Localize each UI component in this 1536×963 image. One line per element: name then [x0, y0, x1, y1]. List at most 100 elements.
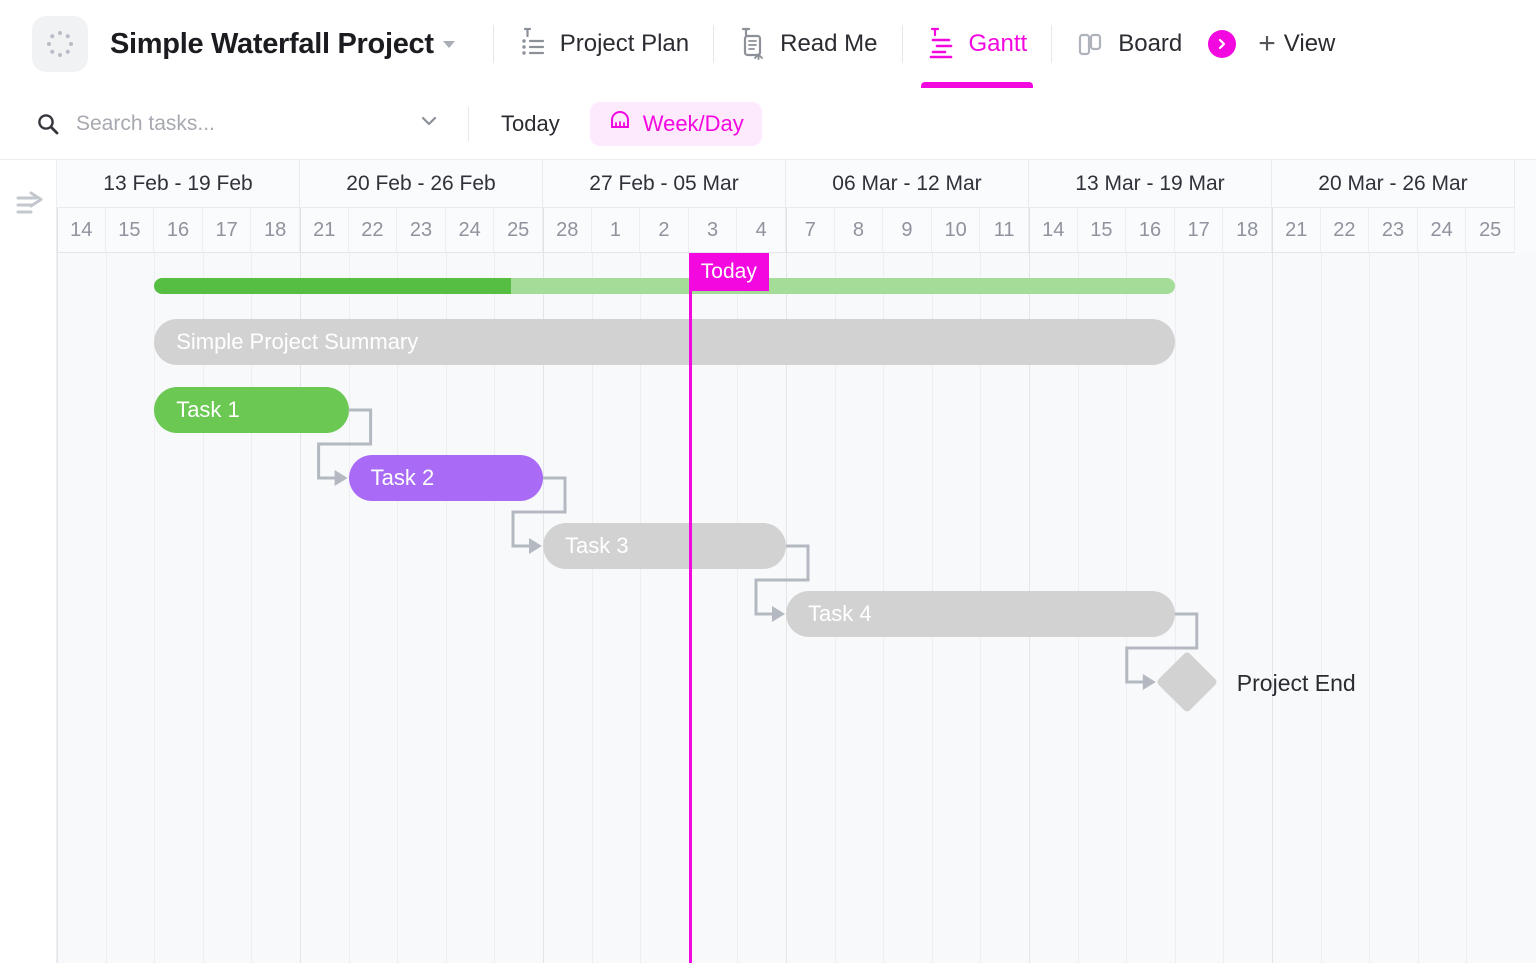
timeline-week-label: 13 Feb - 19 Feb [57, 160, 300, 208]
dependency-link [1125, 612, 1199, 684]
grid-line [202, 253, 204, 963]
grid-line [737, 253, 739, 963]
add-view-button[interactable]: + View [1258, 29, 1335, 59]
milestone-label: Project End [1236, 670, 1356, 696]
search-icon [36, 112, 60, 136]
pinned-gantt-icon [927, 27, 957, 61]
grid-line [348, 253, 350, 963]
header-divider [713, 25, 715, 63]
chevron-down-icon[interactable] [442, 40, 455, 48]
timeline-day-label: 25 [1466, 208, 1515, 253]
task-bar[interactable]: Task 2 [348, 455, 543, 501]
grid-line [1466, 253, 1468, 963]
chevron-down-icon[interactable] [416, 108, 442, 139]
timeline-day-label: 10 [931, 208, 981, 253]
grid-line [543, 253, 544, 963]
tab-label: Board [1118, 30, 1183, 57]
today-button[interactable]: Today [501, 110, 560, 136]
timeline-day-label: 15 [105, 208, 155, 253]
timeline-day-label: 18 [1223, 208, 1272, 253]
grid-line [300, 253, 301, 963]
task-bar[interactable]: Task 4 [786, 591, 1175, 637]
task-bar[interactable]: Task 3 [543, 523, 786, 569]
tab-read-me[interactable]: Read Me [728, 0, 887, 88]
timeline-day-label: 24 [445, 208, 495, 253]
grid-line [494, 253, 496, 963]
grid-line [397, 253, 399, 963]
collapse-rows-icon[interactable] [14, 190, 46, 225]
grid-line [1369, 253, 1371, 963]
tab-label: Gantt [968, 30, 1028, 57]
header-divider [901, 25, 903, 63]
header-divider [1051, 25, 1053, 63]
tab-project-plan[interactable]: Project Plan [508, 0, 699, 88]
bar-label: Task 3 [565, 533, 629, 558]
timeline-day-label: 14 [1029, 208, 1078, 253]
zoom-level-selector[interactable]: Week/Day [589, 101, 762, 146]
timeline-day-label: 2 [640, 208, 689, 253]
today-line [688, 253, 692, 963]
timeline-day-label: 17 [1174, 208, 1224, 253]
timeline-week-label: 20 Feb - 26 Feb [300, 160, 543, 208]
grid-line [1174, 253, 1176, 963]
timeline-day-label: 7 [786, 208, 835, 253]
grid-line [251, 253, 253, 963]
board-columns-icon [1076, 27, 1106, 61]
timeline-day-label: 18 [251, 208, 300, 253]
timeline-day-label: 16 [1126, 208, 1175, 253]
timeline-week-label: 27 Feb - 05 Mar [543, 160, 786, 208]
toolbar-divider [468, 106, 469, 141]
timeline-day-label: 22 [1320, 208, 1370, 253]
grid-line [591, 253, 593, 963]
page-title: Simple Waterfall Project [110, 27, 434, 60]
task-bar[interactable]: Task 1 [154, 387, 349, 433]
timeline-day-label: 23 [1369, 208, 1418, 253]
timeline-day-label: 1 [591, 208, 641, 253]
timeline-day-label: 21 [300, 208, 349, 253]
tab-label: Project Plan [559, 30, 690, 57]
chevron-right-circle-icon[interactable] [1208, 30, 1237, 58]
grid-line [154, 253, 156, 963]
plus-icon: + [1258, 27, 1276, 60]
grid-line [105, 253, 107, 963]
timeline-day-label: 24 [1417, 208, 1467, 253]
pinned-list-icon [518, 27, 548, 61]
search-input[interactable] [76, 111, 406, 136]
loading-dots-icon [47, 31, 73, 57]
today-flag: Today [688, 253, 769, 291]
dependency-links [317, 408, 1199, 690]
calendar-week-icon [608, 109, 632, 138]
dependency-arrow [1142, 674, 1156, 690]
bar-label: Simple Project Summary [176, 329, 419, 354]
tab-label: Read Me [780, 30, 878, 57]
timeline-day-label: 17 [202, 208, 252, 253]
dependency-arrow [772, 606, 785, 622]
timeline-day-label: 16 [154, 208, 203, 253]
bar-label: Task 4 [808, 601, 872, 626]
app-header: Simple Waterfall Project Project Plan [0, 0, 1536, 88]
timeline-day-label: 8 [834, 208, 884, 253]
timeline-day-label: 28 [543, 208, 592, 253]
timeline-day-label: 3 [688, 208, 738, 253]
grid-line [1320, 253, 1322, 963]
tab-board[interactable]: Board [1066, 0, 1192, 88]
dependency-link [317, 408, 373, 480]
dependency-arrow [529, 538, 542, 554]
summary-bar[interactable]: Simple Project Summary [154, 319, 1175, 365]
timeline-day-label: 22 [348, 208, 398, 253]
timeline-week-label: 20 Mar - 26 Mar [1272, 160, 1515, 208]
timeline-day-label: 23 [397, 208, 446, 253]
dependency-arrow [334, 470, 348, 486]
bar-label: Task 2 [370, 465, 435, 490]
timeline-day-label: 11 [980, 208, 1029, 253]
grid-line [640, 253, 642, 963]
timeline-week-label: 13 Mar - 19 Mar [1029, 160, 1272, 208]
app-logo[interactable] [32, 16, 88, 72]
dependency-link [511, 476, 567, 548]
row-gutter [0, 160, 57, 963]
project-progress-fill [154, 278, 512, 294]
tab-gantt[interactable]: Gantt [917, 0, 1038, 88]
timeline-day-label: 4 [737, 208, 786, 253]
